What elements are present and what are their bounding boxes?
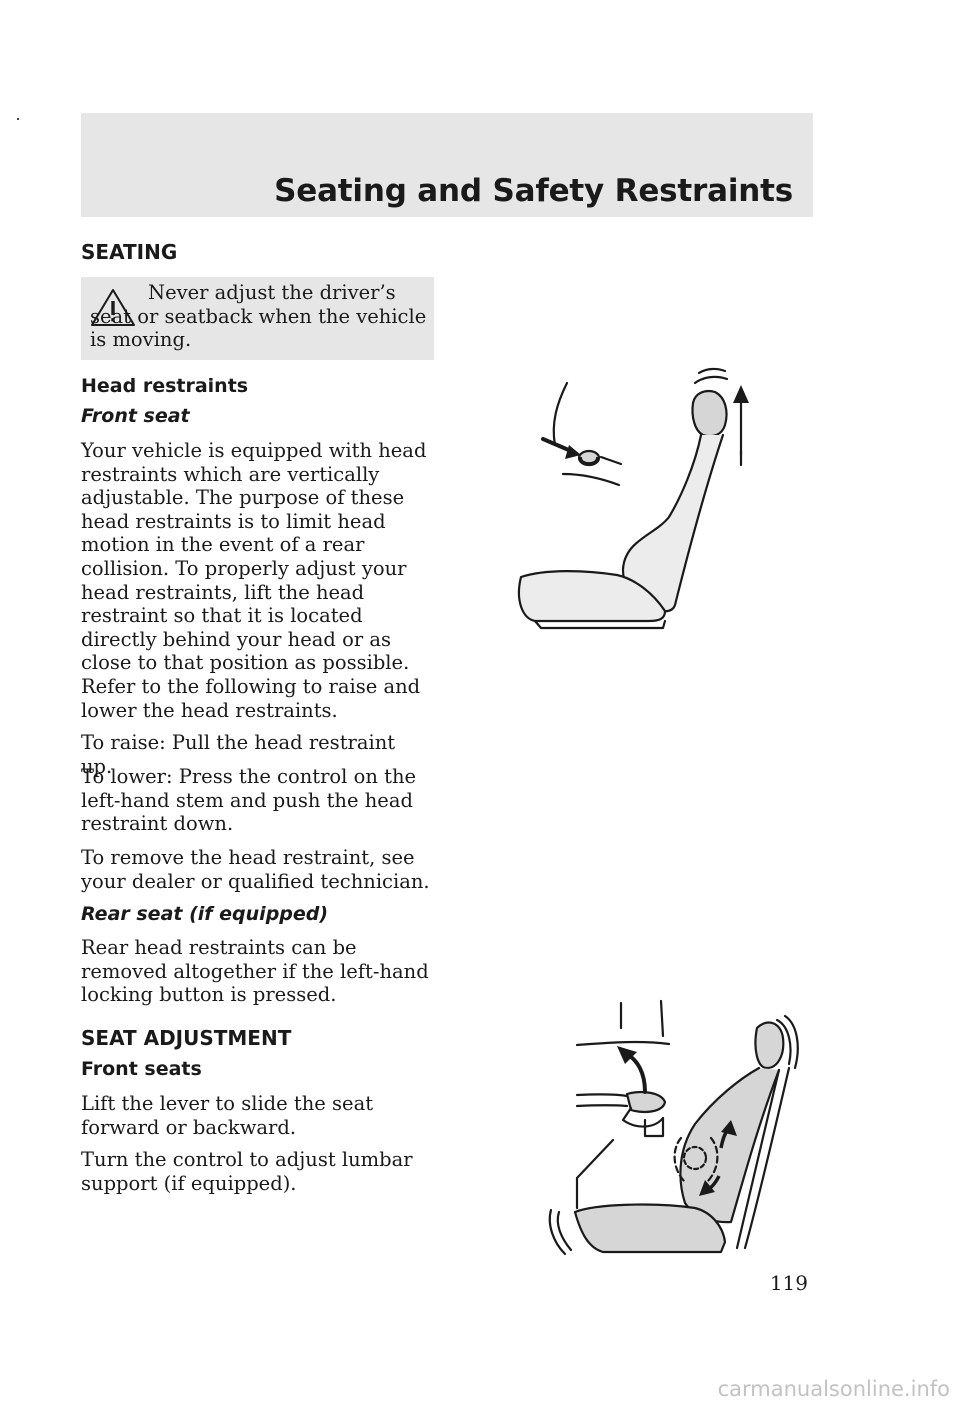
paragraph-remove-restraint: To remove the head restraint, see your d… (81, 846, 430, 893)
seat-adjustment-illustration (548, 999, 799, 1256)
paragraph-to-lower: To lower: Press the control on the left-… (81, 765, 417, 836)
subheading-front-seat: Front seat (81, 405, 190, 427)
subheading-head-restraints: Head restraints (81, 375, 249, 397)
subheading-front-seats: Front seats (81, 1058, 202, 1080)
paragraph-rear-restraints: Rear head restraints can be removed alto… (81, 936, 429, 1007)
warning-text: Never adjust the driver’s seat or seatba… (90, 281, 427, 351)
section-heading-seat-adjustment: SEAT ADJUSTMENT (81, 1026, 292, 1050)
warning-box: Never adjust the driver’s seat or seatba… (81, 277, 434, 360)
page-mark (17, 118, 19, 120)
paragraph-lumbar-support: Turn the control to adjust lumbar suppor… (81, 1148, 413, 1195)
paragraph-slide-seat: Lift the lever to slide the seat forward… (81, 1092, 374, 1139)
page-title: Seating and Safety Restraints (274, 173, 793, 209)
section-heading-seating: SEATING (81, 240, 178, 264)
page-number: 119 (769, 1271, 808, 1295)
watermark: carmanualsonline.info (717, 1377, 950, 1401)
warning-icon (91, 289, 135, 326)
page-header: Seating and Safety Restraints (81, 113, 813, 217)
subheading-rear-seat: Rear seat (if equipped) (81, 903, 329, 925)
head-restraint-illustration (517, 367, 749, 630)
paragraph-head-restraints-intro: Your vehicle is equipped with head restr… (81, 439, 427, 722)
paragraph-to-raise: To raise: Pull the head restraint up. (81, 731, 396, 778)
